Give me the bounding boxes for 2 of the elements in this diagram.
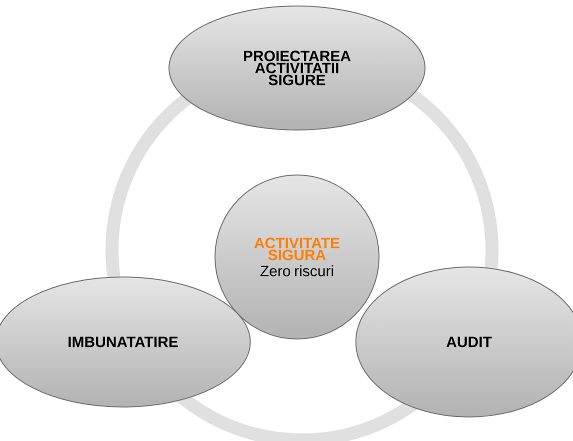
ellipse-node: PROIECTAREA ACTIVITATII SIGURE bbox=[168, 6, 426, 130]
circle-node: ACTIVITATE SIGURA Zero riscuri bbox=[214, 174, 380, 340]
